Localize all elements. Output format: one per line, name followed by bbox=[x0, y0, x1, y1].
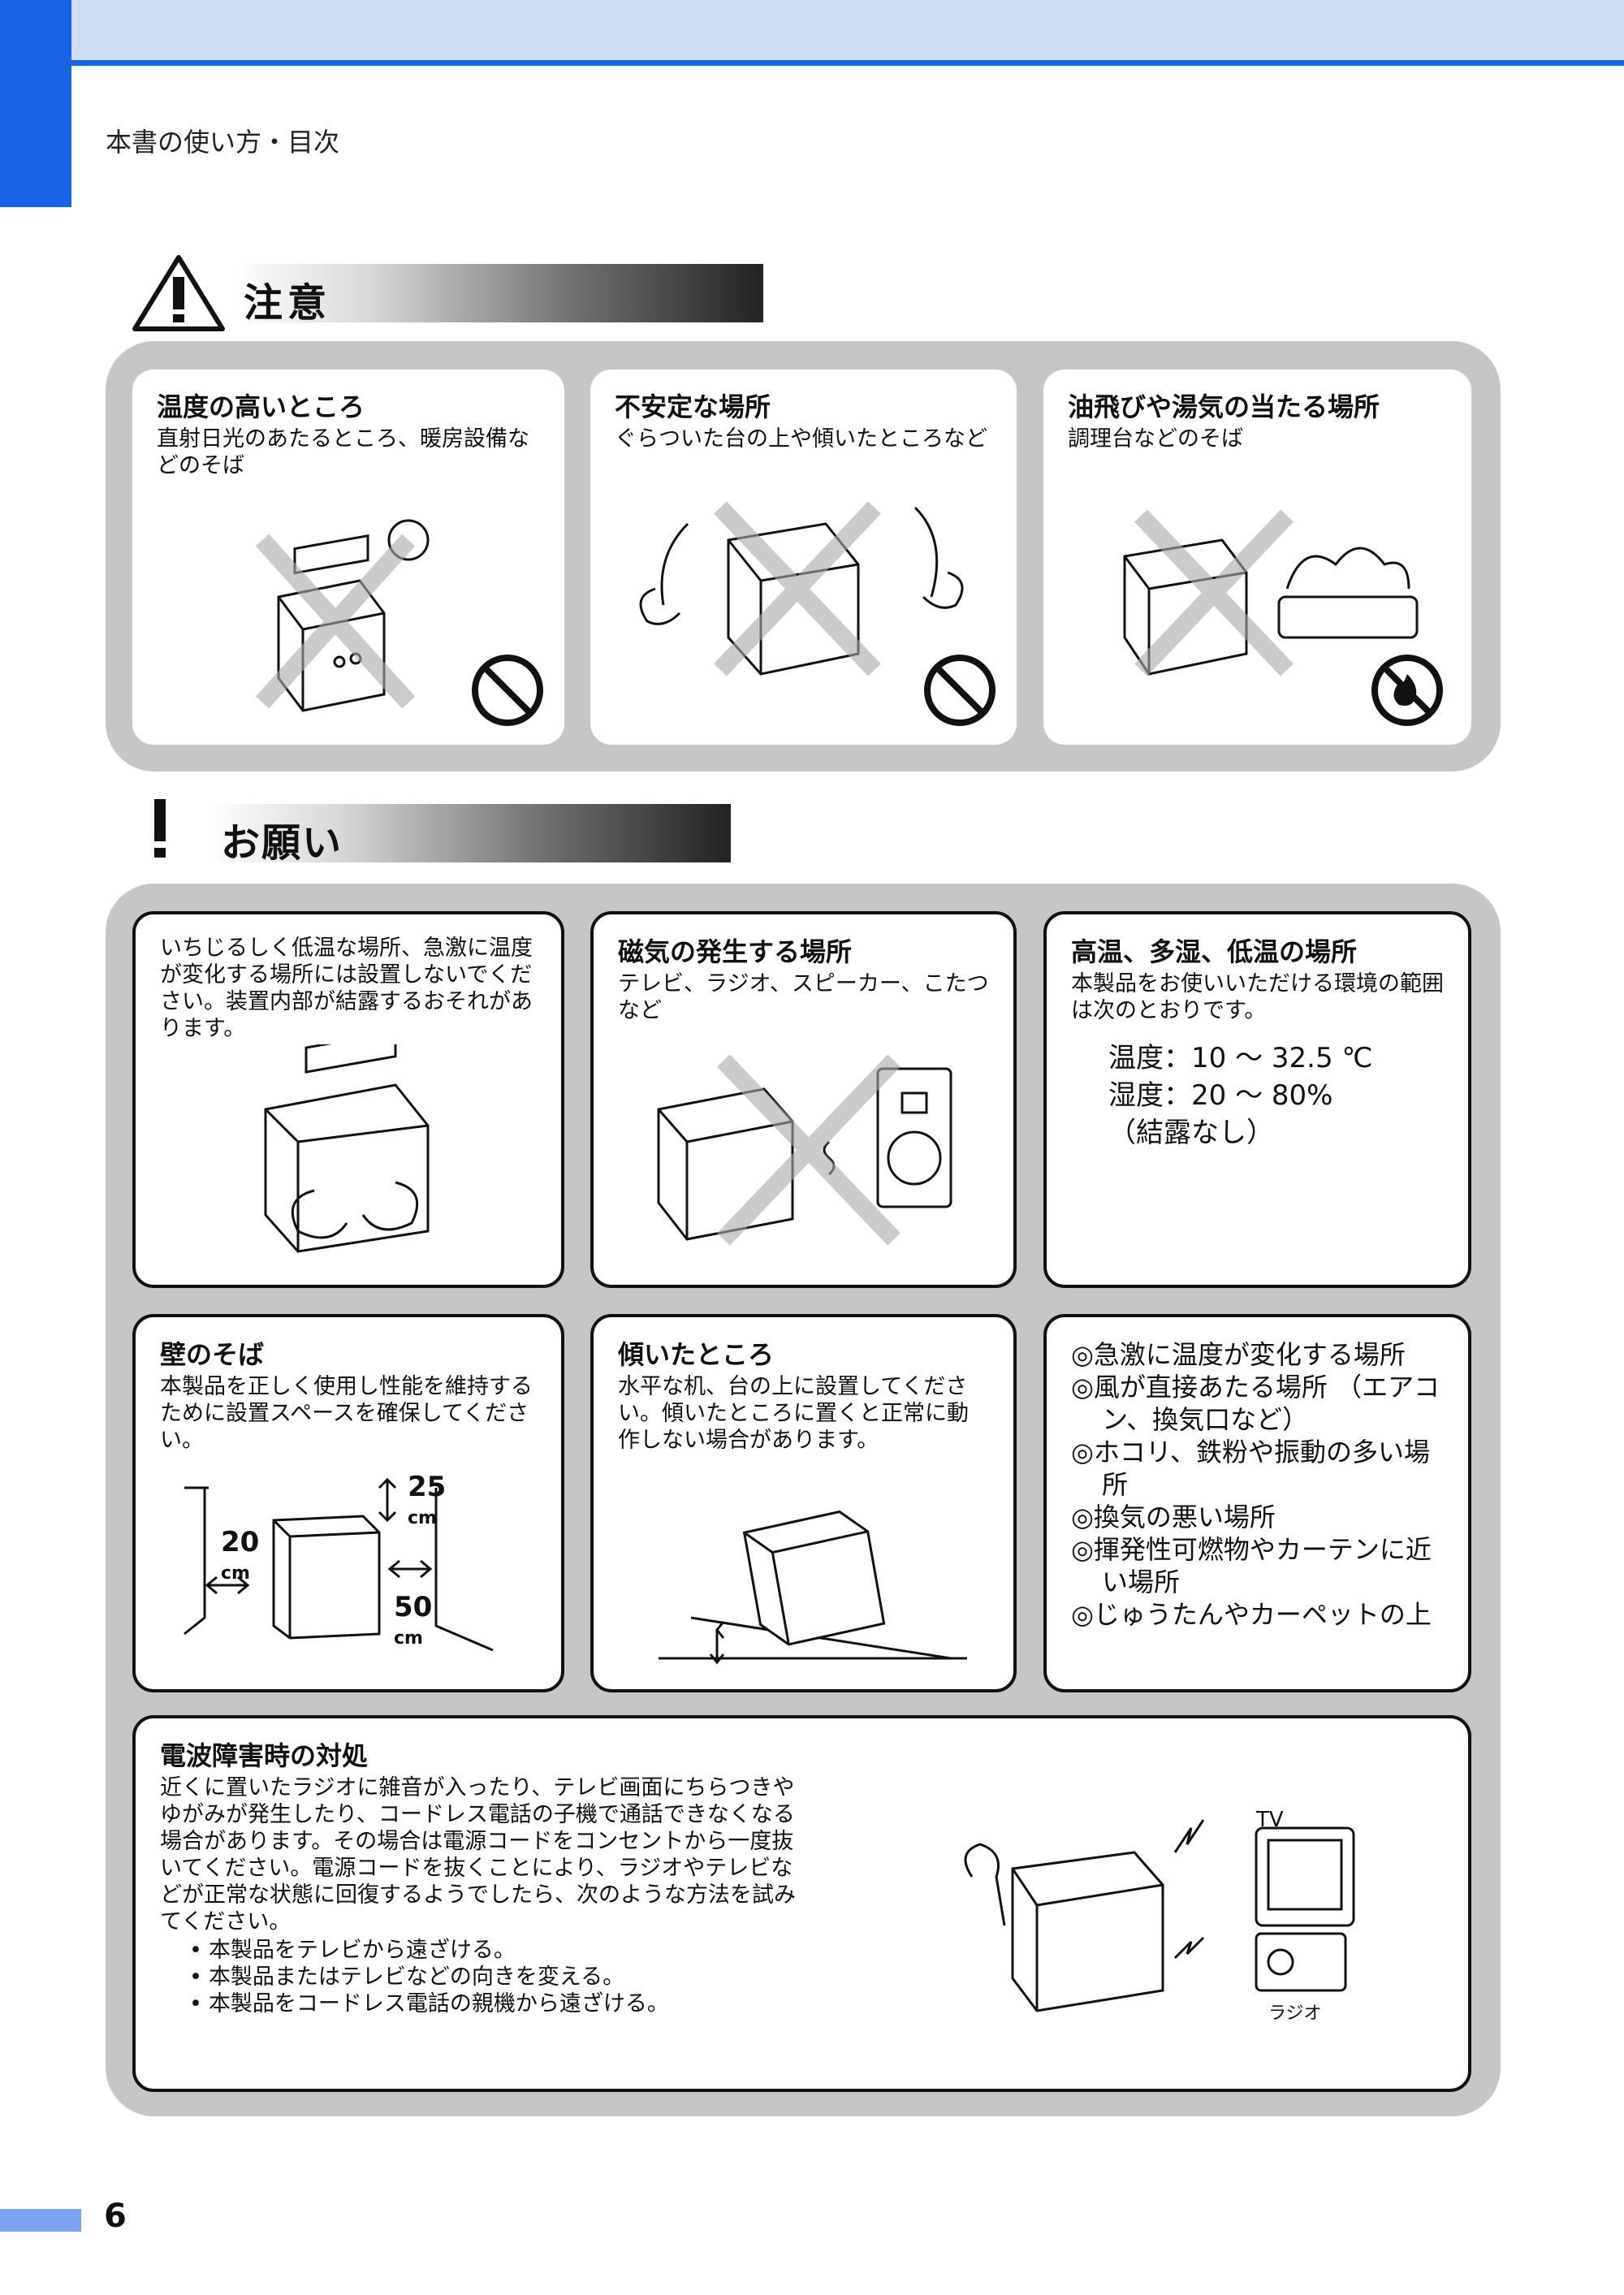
caution-card-unstable-place: 不安定な場所 ぐらついた台の上や傾いたところなど bbox=[590, 370, 1017, 745]
printer-in-sunlight-illustration bbox=[255, 519, 430, 712]
request-card-near-wall: 壁のそば 本製品を正しく使用し性能を維持するために設置スペースを確保してください… bbox=[132, 1314, 564, 1692]
page-number: 6 bbox=[104, 2198, 127, 2235]
card-text: 水平な机、台の上に設置してください。傾いたところに置くと正常に動作しない場合があ… bbox=[618, 1374, 969, 1453]
card-title: 傾いたところ bbox=[618, 1339, 775, 1370]
request-card-tilted-place: 傾いたところ 水平な机、台の上に設置してください。傾いたところに置くと正常に動作… bbox=[590, 1314, 1017, 1692]
list-item: ◎ホコリ、鉄粉や振動の多い場所 bbox=[1071, 1437, 1431, 1500]
clearance-top-value: 25 cm bbox=[408, 1471, 447, 1528]
header-rule bbox=[70, 60, 1624, 66]
exclamation-icon bbox=[154, 799, 166, 858]
header-band bbox=[0, 0, 1624, 65]
caution-card-high-temperature: 温度の高いところ 直射日光のあたるところ、暖房設備などのそば bbox=[132, 370, 564, 745]
caution-heading-label: 注意 bbox=[244, 280, 332, 326]
page-tab bbox=[0, 2209, 81, 2232]
environment-spec: 温度：10 ～ 32.5 ℃ 湿度：20 ～ 80% （結露なし） bbox=[1108, 1040, 1373, 1152]
temperature-range: 温度：10 ～ 32.5 ℃ bbox=[1108, 1042, 1373, 1074]
chapter-tab bbox=[0, 0, 71, 207]
card-text: 本製品を正しく使用し性能を維持するために設置スペースを確保してください。 bbox=[160, 1374, 533, 1453]
card-text: 本製品をお使いいただける環境の範囲は次のとおりです。 bbox=[1071, 971, 1444, 1023]
request-card-avoid-list: ◎急激に温度が変化する場所 ◎風が直接あたる場所 （エアコン、換気口など） ◎ホ… bbox=[1043, 1314, 1471, 1692]
interference-illustration bbox=[964, 1819, 1355, 2012]
prohibited-icon bbox=[924, 655, 996, 726]
card-title: 電波障害時の対処 bbox=[160, 1740, 369, 1771]
no-fire-icon bbox=[1371, 655, 1443, 726]
avoid-place-list: ◎急激に温度が変化する場所 ◎風が直接あたる場所 （エアコン、換気口など） ◎ホ… bbox=[1071, 1338, 1444, 1631]
clearance-diagram bbox=[184, 1477, 494, 1652]
breadcrumb: 本書の使い方・目次 bbox=[106, 127, 340, 158]
request-heading: お願い bbox=[130, 799, 731, 866]
list-item: 本製品をコードレス電話の親機から遠ざける。 bbox=[189, 1991, 801, 2018]
request-card-environment-range: 高温、多湿、低温の場所 本製品をお使いいただける環境の範囲は次のとおりです。 温… bbox=[1043, 911, 1471, 1288]
prohibited-icon bbox=[472, 655, 543, 726]
request-card-radio-interference: 電波障害時の対処 近くに置いたラジオに雑音が入ったり、テレビ画面にちらつきやゆが… bbox=[132, 1715, 1471, 2092]
shivering-printer-illustration bbox=[264, 1044, 430, 1253]
wobbling-printer-illustration bbox=[639, 501, 964, 676]
card-title: 不安定な場所 bbox=[615, 391, 771, 422]
card-text: テレビ、ラジオ、スピーカー、こたつなど bbox=[618, 971, 989, 1023]
caution-card-oil-steam: 油飛びや湯気の当たる場所 調理台などのそば bbox=[1043, 370, 1471, 745]
clearance-side-value: 20 cm bbox=[221, 1526, 260, 1584]
request-card-low-temperature: いちじるしく低温な場所、急激に温度が変化する場所には設置しないでください。装置内… bbox=[132, 911, 564, 1288]
card-title: 磁気の発生する場所 bbox=[618, 936, 853, 967]
caution-heading: 注意 bbox=[130, 255, 763, 331]
list-item: ◎風が直接あたる場所 （エアコン、換気口など） bbox=[1071, 1372, 1440, 1435]
printer-near-stove-illustration bbox=[1123, 509, 1419, 676]
tilted-printer-illustration bbox=[659, 1510, 967, 1665]
request-card-magnetic: 磁気の発生する場所 テレビ、ラジオ、スピーカー、こたつなど bbox=[590, 911, 1017, 1288]
card-text: 直射日光のあたるところ、暖房設備などのそば bbox=[157, 426, 529, 478]
printer-and-speaker-illustration bbox=[657, 1054, 952, 1246]
list-item: 本製品またはテレビなどの向きを変える。 bbox=[189, 1964, 801, 1991]
remedy-list: 本製品をテレビから遠ざける。 本製品またはテレビなどの向きを変える。 本製品をコ… bbox=[160, 1938, 801, 2018]
list-item: ◎換気の悪い場所 bbox=[1071, 1502, 1276, 1532]
list-item: ◎じゅうたんやカーペットの上 bbox=[1071, 1599, 1432, 1630]
clearance-front-value: 50 cm bbox=[394, 1591, 433, 1649]
tv-label: TV bbox=[1256, 1808, 1284, 1832]
radio-label: ラジオ bbox=[1268, 2003, 1322, 2024]
card-text: 近くに置いたラジオに雑音が入ったり、テレビ画面にちらつきやゆがみが発生したり、コ… bbox=[160, 1775, 796, 1934]
list-item: 本製品をテレビから遠ざける。 bbox=[189, 1938, 801, 1964]
no-condensation-note: （結露なし） bbox=[1108, 1116, 1274, 1149]
card-title: 温度の高いところ bbox=[157, 391, 365, 422]
card-text: 調理台などのそば bbox=[1068, 426, 1243, 452]
card-title: 壁のそば bbox=[160, 1339, 265, 1370]
list-item: ◎急激に温度が変化する場所 bbox=[1071, 1339, 1406, 1370]
card-text: ぐらついた台の上や傾いたところなど bbox=[615, 426, 987, 452]
humidity-range: 湿度：20 ～ 80% bbox=[1108, 1078, 1333, 1112]
card-title: 高温、多湿、低温の場所 bbox=[1071, 936, 1358, 967]
card-text: いちじるしく低温な場所、急激に温度が変化する場所には設置しないでください。装置内… bbox=[160, 936, 533, 1041]
warning-triangle-icon bbox=[132, 255, 225, 331]
request-heading-label: お願い bbox=[221, 820, 343, 866]
card-title: 油飛びや湯気の当たる場所 bbox=[1068, 391, 1380, 422]
list-item: ◎揮発性可燃物やカーテンに近い場所 bbox=[1071, 1534, 1432, 1597]
